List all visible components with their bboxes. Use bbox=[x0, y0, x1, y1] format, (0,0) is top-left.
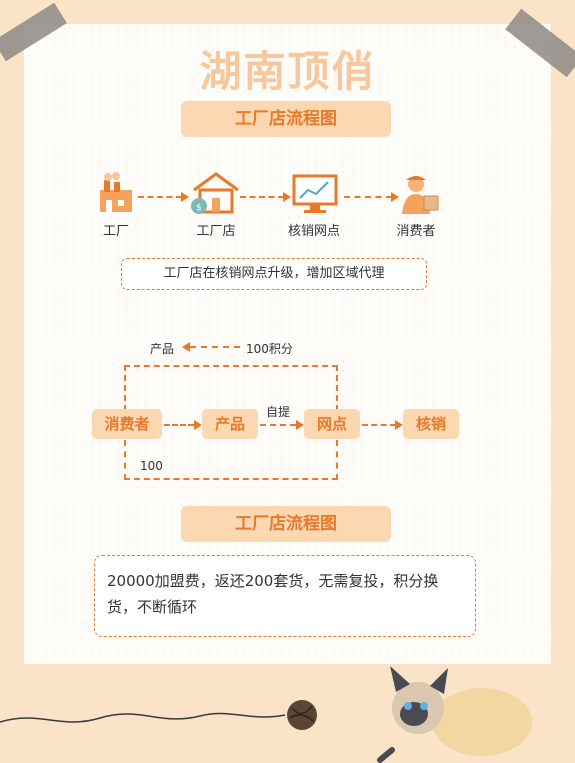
torn-edge bbox=[24, 652, 551, 664]
cycle-box-outlet: 网点 bbox=[304, 409, 360, 439]
cycle-arrow-1 bbox=[164, 424, 194, 426]
cycle-arrow-2 bbox=[260, 424, 296, 426]
flow-label-store: 工厂店 bbox=[196, 224, 236, 239]
cycle-top-arrowhead bbox=[182, 342, 190, 352]
cycle-arrowhead-3 bbox=[395, 420, 403, 430]
delivery-person-icon bbox=[402, 176, 439, 214]
cat-body-icon bbox=[432, 688, 532, 756]
cycle-arrowhead-1 bbox=[194, 420, 202, 430]
cycle-top-loop bbox=[124, 365, 338, 411]
svg-text:$: $ bbox=[196, 203, 202, 213]
flow-arrow-3 bbox=[344, 196, 392, 198]
cycle-box-consumer: 消费者 bbox=[92, 409, 162, 439]
flow-arrow-1 bbox=[138, 196, 182, 198]
cycle-arrowhead-2 bbox=[296, 420, 304, 430]
section-heading-1: 工厂店流程图 bbox=[181, 101, 391, 137]
flow-arrowhead-1 bbox=[181, 192, 189, 202]
flow-arrowhead-2 bbox=[283, 192, 291, 202]
cycle-arrow-3 bbox=[362, 424, 396, 426]
flow-label-outlet: 核销网点 bbox=[287, 224, 340, 239]
factory-icon bbox=[100, 172, 132, 212]
cycle-pickup-label: 自提 bbox=[266, 405, 291, 419]
upgrade-note: 工厂店在核销网点升级，增加区域代理 bbox=[121, 258, 427, 290]
description-box: 20000加盟费，返还200套货，无需复投，积分换货，不断循环 bbox=[94, 555, 476, 637]
flow-label-factory: 工厂 bbox=[102, 224, 129, 239]
section-heading-2: 工厂店流程图 bbox=[181, 506, 391, 542]
flow-arrow-2 bbox=[240, 196, 284, 198]
page-title: 湖南顶俏 bbox=[199, 47, 376, 96]
monitor-chart-icon bbox=[292, 174, 338, 213]
cycle-bottom-loop bbox=[124, 440, 338, 480]
cycle-top-arrow bbox=[190, 346, 240, 348]
store-icon: $ bbox=[191, 172, 239, 214]
cycle-box-verify: 核销 bbox=[403, 409, 459, 439]
cycle-box-product: 产品 bbox=[202, 409, 258, 439]
cycle-top-right-label: 100积分 bbox=[246, 342, 293, 356]
flow-arrowhead-3 bbox=[391, 192, 399, 202]
flow-label-consumer: 消费者 bbox=[396, 224, 436, 239]
cycle-bottom-label: 100 bbox=[140, 459, 163, 473]
cycle-top-left-label: 产品 bbox=[150, 342, 175, 356]
yarn-and-cat-illustration bbox=[0, 666, 532, 763]
